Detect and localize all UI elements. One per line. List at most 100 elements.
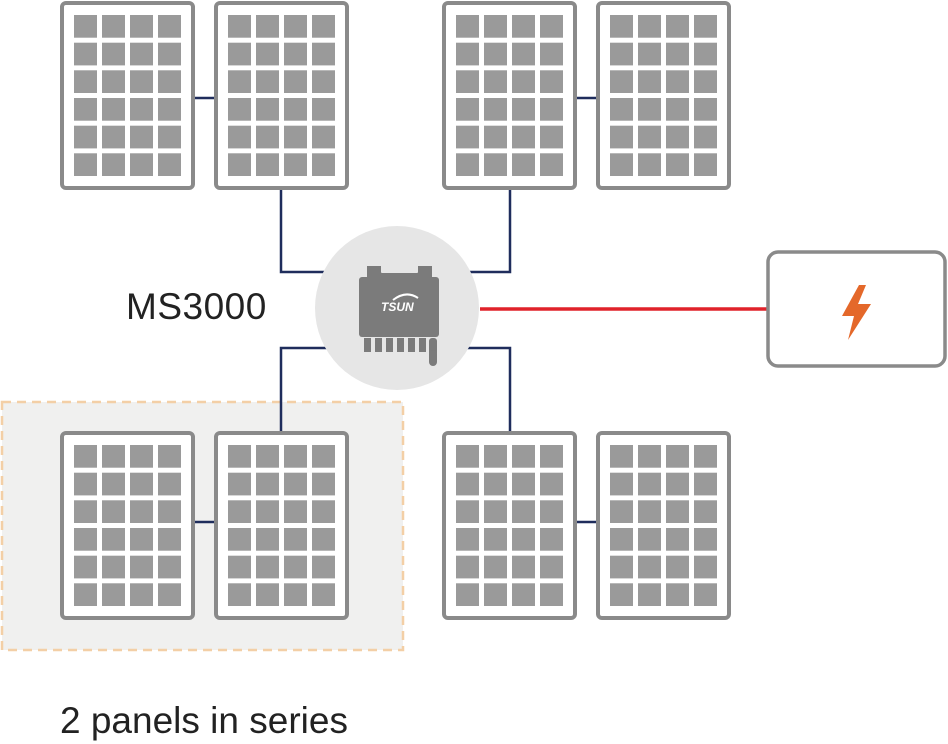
panel-cell [638,98,661,121]
microinverter: TSUN [315,226,479,390]
panel-cell [130,125,153,149]
panel-cell [228,15,251,38]
panel-cell [284,42,307,66]
panel-cell [158,555,181,579]
panel-cell [256,472,279,496]
panel-cell [456,555,479,579]
panel-cell [540,125,563,149]
panel-cell [256,15,279,38]
inverter-connectors [364,338,437,366]
panel-cell [256,70,279,93]
panel-cell [74,70,97,93]
series-caption: 2 panels in series [60,700,348,741]
panel-cell [666,70,689,93]
panel-cell [512,528,535,551]
panel-cell [312,583,335,606]
panel-cell [74,583,97,606]
panel-cell [284,583,307,606]
panel-cell [102,528,125,551]
panel-cell [610,42,633,66]
panel-cell [74,98,97,121]
panel-cell [228,583,251,606]
panel-cell [540,500,563,523]
panel-cell [666,445,689,468]
panel-cell [130,42,153,66]
panel-cell [130,70,153,93]
panel-cell [484,445,507,468]
panel-cell [484,500,507,523]
panel-cell [610,153,633,176]
panel-cell [158,42,181,66]
solar-panel [60,431,195,620]
panel-cell [312,555,335,579]
panel-cell [512,583,535,606]
panel-cell [284,98,307,121]
panel-cell [666,153,689,176]
panel-cell [666,528,689,551]
panel-cell [102,472,125,496]
panel-cell [456,583,479,606]
panel-cell [484,98,507,121]
panel-cell [284,528,307,551]
logo-swoosh [392,293,419,301]
panel-cell [694,125,717,149]
panel-cell [256,42,279,66]
panel-cell [484,528,507,551]
panel-cell [312,528,335,551]
panel-cell [610,445,633,468]
panel-cell [694,98,717,121]
panel-cell [74,15,97,38]
panel-cell [158,528,181,551]
panel-cell [256,153,279,176]
panel-cell [256,583,279,606]
panel-cell [512,98,535,121]
panel-cell [228,472,251,496]
panel-cell [228,445,251,468]
panel-cell [456,445,479,468]
panel-cell [694,70,717,93]
panel-cell [130,472,153,496]
panel-cell [74,500,97,523]
panel-cell [540,445,563,468]
panel-cell [158,98,181,121]
panel-cell [638,125,661,149]
panel-cell [456,153,479,176]
panel-cell [512,500,535,523]
panel-cell [284,15,307,38]
panel-cell [102,500,125,523]
panel-cell [130,153,153,176]
panel-cell [228,125,251,149]
panel-cell [158,125,181,149]
panel-cell [694,500,717,523]
panel-cell [540,528,563,551]
panel-cell [638,528,661,551]
panel-cell [456,98,479,121]
panel-cell [694,528,717,551]
panel-cell [666,583,689,606]
panel-cell [158,153,181,176]
panel-cell [540,472,563,496]
panel-cell [74,472,97,496]
panel-cell [284,125,307,149]
panel-cell [638,472,661,496]
panel-cell [540,555,563,579]
panel-cell [610,528,633,551]
panel-cell [456,125,479,149]
panel-cell [74,555,97,579]
panel-cell [638,500,661,523]
panel-cell [484,125,507,149]
panel-cell [610,125,633,149]
panel-cell [484,472,507,496]
panel-cell [284,153,307,176]
panel-cell [102,153,125,176]
panel-cell [228,500,251,523]
panel-cell [312,445,335,468]
panel-cell [666,125,689,149]
solar-panel [596,1,731,190]
panel-cell [102,583,125,606]
panel-cell [666,555,689,579]
panel-cell [228,42,251,66]
panel-cell [312,153,335,176]
panel-cell [158,500,181,523]
